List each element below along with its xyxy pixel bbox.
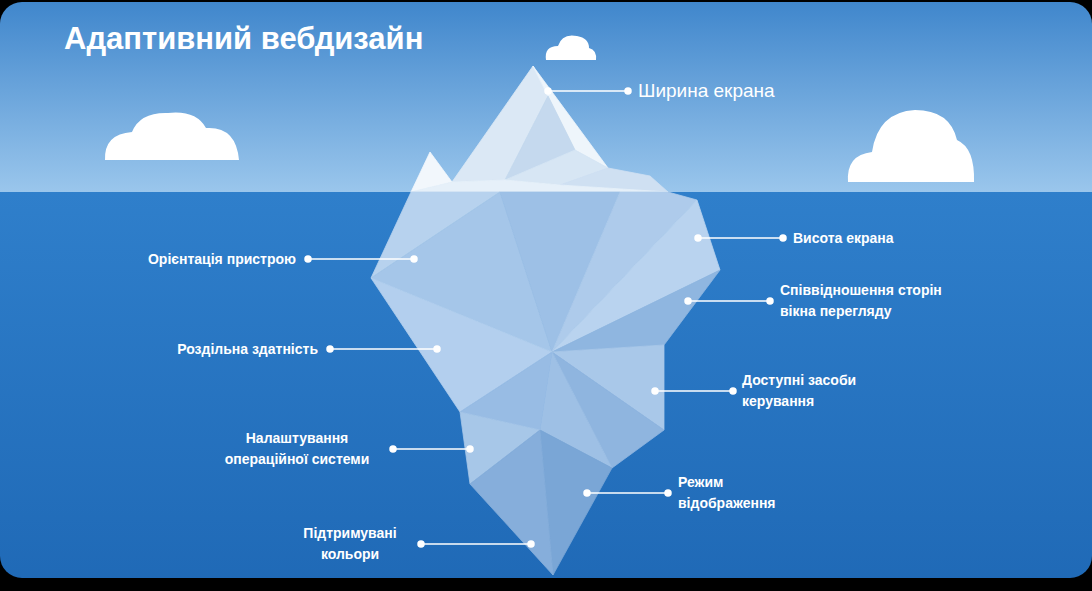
callout-label: Ширина екрана bbox=[638, 78, 838, 104]
callout-label: Підтримувані кольори bbox=[290, 523, 410, 565]
callout-label: Режим відображення bbox=[678, 472, 798, 514]
title: Адаптивний вебдизайн bbox=[64, 19, 423, 59]
callout-label: Налаштування операційної системи bbox=[212, 428, 382, 470]
callout-label: Доступні засоби керування bbox=[742, 370, 882, 412]
callout-label: Роздільна здатність bbox=[118, 339, 318, 360]
callout-label: Орієнтація пристрою bbox=[96, 249, 296, 270]
callout-label: Співвідношення сторін вікна перегляду bbox=[780, 280, 970, 322]
callout-label: Висота екрана bbox=[793, 228, 953, 249]
